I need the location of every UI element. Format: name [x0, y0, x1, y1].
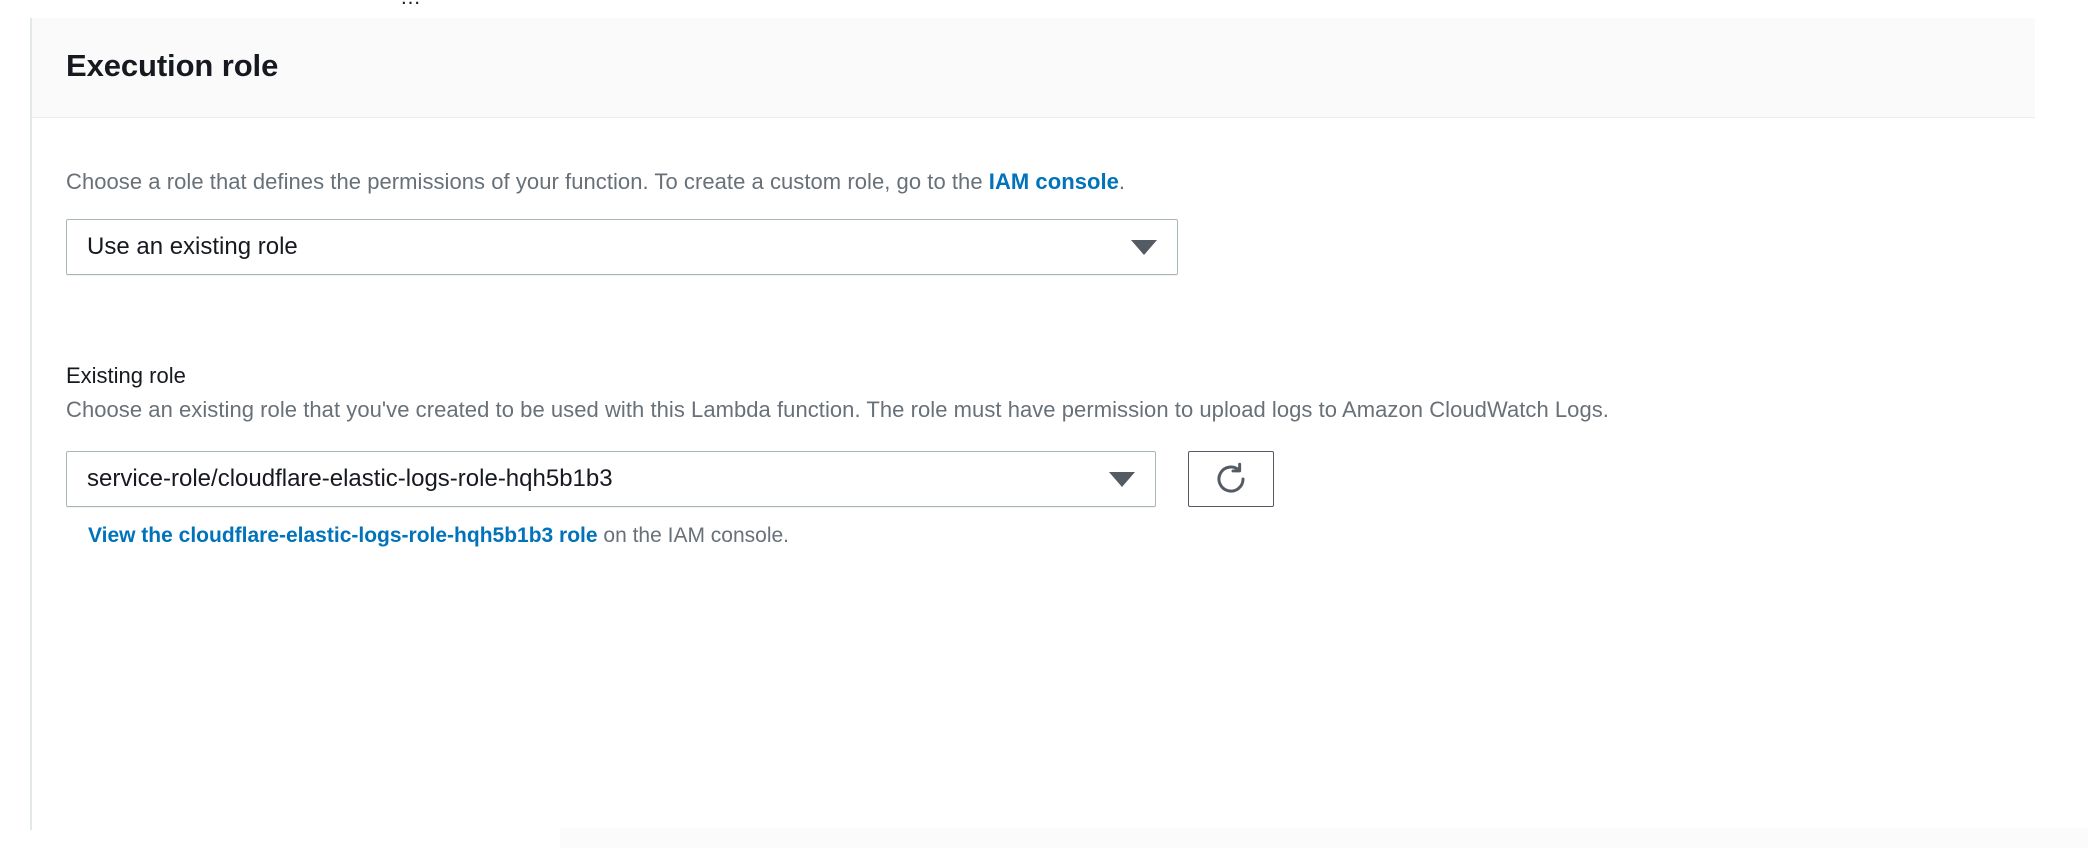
execution-role-description: Choose a role that defines the permissio… — [66, 166, 2001, 197]
existing-role-row: service-role/cloudflare-elastic-logs-rol… — [66, 451, 2001, 507]
page-title: Execution role — [66, 48, 279, 83]
chevron-down-icon — [1109, 471, 1135, 487]
existing-role-select-value: service-role/cloudflare-elastic-logs-rol… — [87, 465, 613, 492]
view-role-link[interactable]: View the cloudflare-elastic-logs-role-hq… — [88, 524, 598, 547]
clipped-text-above-card: … — [400, 0, 1400, 8]
iam-console-link[interactable]: IAM console — [988, 169, 1119, 194]
chevron-down-icon — [1131, 239, 1157, 255]
existing-role-block: Existing role Choose an existing role th… — [66, 361, 2001, 551]
execution-role-select-value: Use an existing role — [87, 233, 298, 260]
bottom-panel-edge — [560, 828, 2088, 848]
execution-role-card: Execution role Choose a role that define… — [30, 18, 2035, 830]
existing-role-description: Choose an existing role that you've crea… — [66, 397, 1609, 422]
execution-role-select[interactable]: Use an existing role — [66, 219, 1178, 275]
refresh-icon — [1214, 462, 1248, 496]
existing-role-select[interactable]: service-role/cloudflare-elastic-logs-rol… — [66, 451, 1156, 507]
existing-role-footer: View the cloudflare-elastic-logs-role-hq… — [88, 521, 2001, 551]
existing-role-label: Existing role — [66, 363, 186, 388]
view-role-suffix: on the IAM console. — [597, 524, 790, 547]
refresh-roles-button[interactable] — [1188, 451, 1274, 507]
card-body: Choose a role that defines the permissio… — [32, 118, 2035, 830]
execution-role-description-prefix: Choose a role that defines the permissio… — [66, 169, 989, 194]
execution-role-description-suffix: . — [1118, 169, 1126, 194]
card-header: Execution role — [32, 18, 2035, 118]
